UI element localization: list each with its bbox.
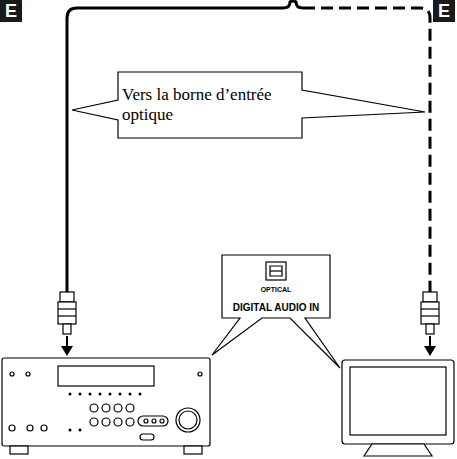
optical-cable-dashed — [303, 8, 430, 292]
optical-cable-solid — [67, 1, 303, 292]
optical-plug — [58, 292, 76, 334]
optical-port-icon — [266, 262, 286, 280]
section-letter: E — [433, 0, 455, 22]
callout-bubble — [72, 72, 425, 138]
port-callout-bubble — [212, 255, 340, 368]
section-letter: E — [0, 0, 22, 22]
av-receiver — [2, 358, 210, 454]
note-text: Vers la borne d’entrée optique — [122, 85, 300, 125]
note-text: OPTICAL — [224, 285, 328, 295]
callout-note: Vers la borne d’entrée optique — [122, 85, 300, 125]
television — [342, 360, 454, 456]
port-label: OPTICAL DIGITAL AUDIO IN — [224, 285, 328, 314]
optical-plug — [421, 292, 439, 334]
port-name: DIGITAL AUDIO IN — [224, 301, 328, 314]
